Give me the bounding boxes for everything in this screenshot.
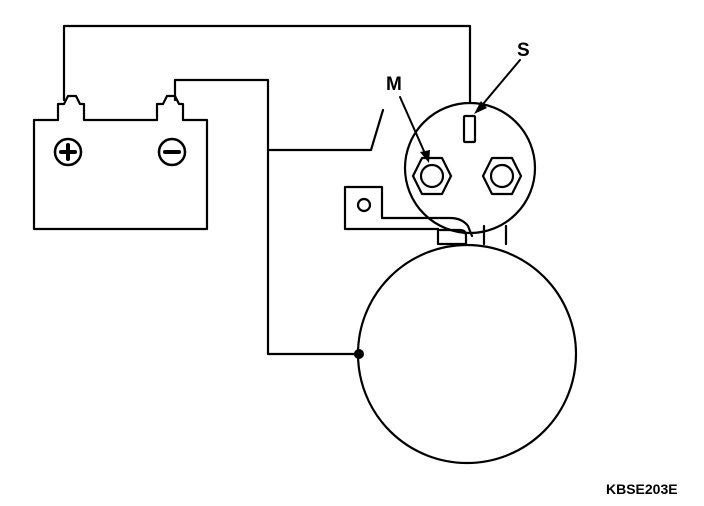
m-leader-arrow — [399, 96, 430, 163]
m-terminal-label: M — [386, 74, 402, 95]
wire-negative-to-motor — [173, 78, 361, 356]
m-terminal-nut — [411, 156, 453, 196]
bracket-hole — [356, 197, 372, 213]
solenoid-bracket — [343, 185, 474, 238]
s-terminal-label: S — [517, 40, 530, 61]
b-terminal-nut — [481, 156, 523, 196]
motor-junction-dot-front — [354, 349, 364, 359]
battery-positive-symbol — [53, 137, 83, 167]
battery-negative-symbol — [157, 137, 187, 167]
s-terminal-stud — [462, 114, 477, 144]
starter-motor-body — [356, 243, 578, 465]
solenoid-strap — [436, 224, 508, 246]
battery-outline — [32, 94, 209, 231]
s-leader-arrow — [474, 59, 521, 114]
wire-positive-to-s-terminal — [62, 24, 472, 114]
figure-code: KBSE203E — [606, 481, 678, 497]
wire-branch-to-m — [266, 108, 385, 152]
